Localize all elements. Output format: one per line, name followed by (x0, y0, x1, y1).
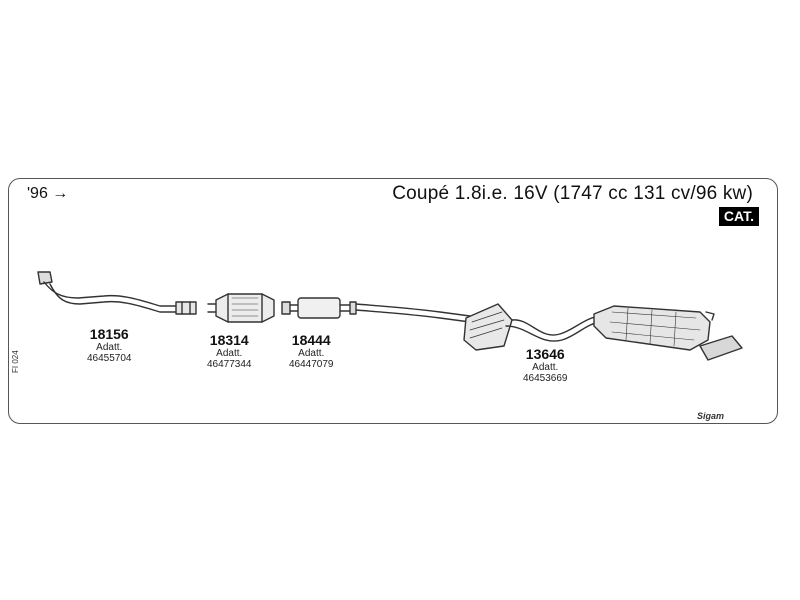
catalyst-badge: CAT. (718, 207, 759, 226)
part-label: Adatt. (298, 348, 325, 360)
rear-muffler-drawing (355, 303, 743, 361)
part-18156: 18156 Adatt. 46455704 (87, 326, 132, 365)
part-code: 46455704 (87, 353, 132, 365)
diagram-panel: '96 → Coupé 1.8i.e. 16V (1747 cc 131 cv/… (8, 178, 778, 424)
part-number: 13646 (525, 346, 565, 362)
vehicle-title: Coupé 1.8i.e. 16V (1747 cc 131 cv/96 kw) (392, 183, 753, 204)
part-label: Adatt. (532, 362, 559, 374)
part-code: 46447079 (289, 359, 334, 371)
part-13646: 13646 Adatt. 46453669 (523, 346, 568, 385)
part-number: 18156 (89, 326, 129, 342)
part-code: 46453669 (523, 373, 568, 385)
part-label: Adatt. (216, 348, 243, 360)
brand-logo: Sigam (697, 411, 725, 421)
part-18444: 18444 Adatt. 46447079 (289, 332, 334, 371)
center-pipe-drawing (281, 297, 357, 319)
part-code: 46477344 (207, 359, 252, 371)
year-range: '96 → (27, 185, 69, 202)
part-number: 18314 (209, 332, 249, 348)
front-pipe-drawing (37, 271, 197, 315)
part-number: 18444 (291, 332, 331, 348)
catalytic-converter-drawing (207, 293, 275, 323)
part-label: Adatt. (96, 342, 123, 354)
part-18314: 18314 Adatt. 46477344 (207, 332, 252, 371)
